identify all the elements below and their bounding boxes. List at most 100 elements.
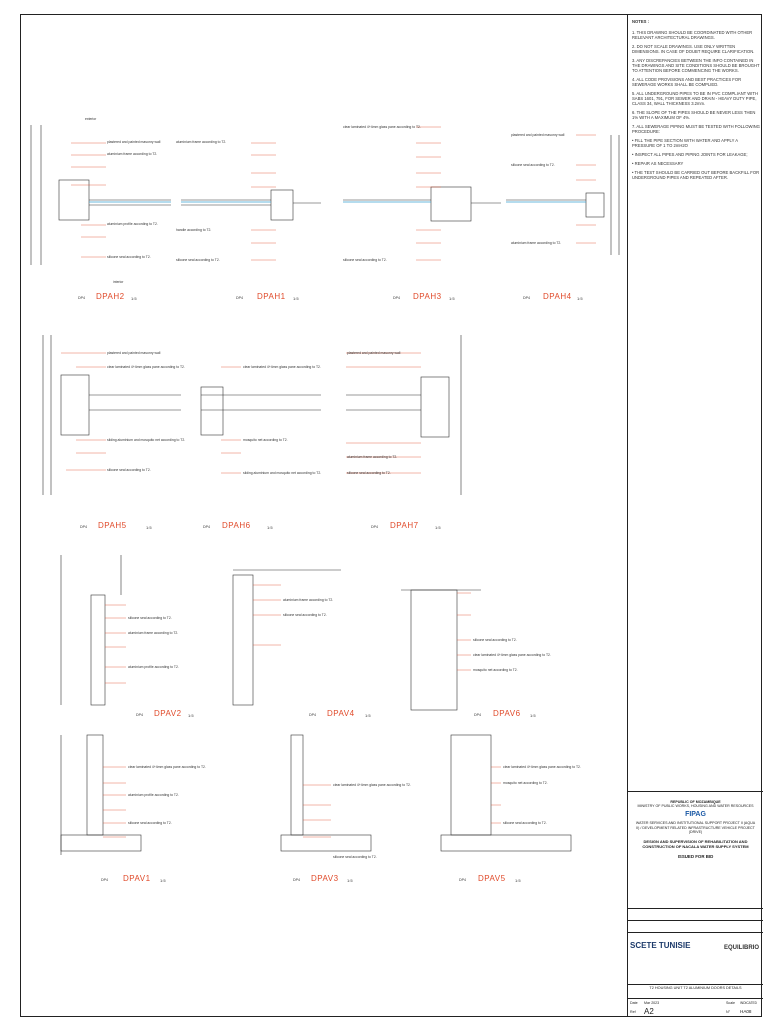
- detail-prefix: DP4: [203, 525, 210, 529]
- detail-title-dpav6: DPAV6: [493, 709, 521, 718]
- scale-value: INDICATED: [740, 1001, 757, 1005]
- callout-silicone: silicone seal according to T2.: [128, 821, 172, 825]
- note-item: 2. DO NOT SCALE DRAWINGS. USE ONLY WRITT…: [632, 44, 755, 54]
- scete-logo: SCETE TUNISIE: [630, 941, 691, 950]
- note-item: 1. THIS DRAWING SHOULD BE COORDINATED WI…: [632, 30, 753, 40]
- callout-frame: aluminium frame according to T2.: [283, 598, 334, 602]
- detail-scale: 1:5: [146, 525, 152, 530]
- callout-frame: aluminium frame according to T2.: [128, 631, 179, 635]
- callout-profile: aluminium profile according to T2.: [128, 665, 179, 669]
- callout-frame: aluminium frame according to T2.: [347, 455, 398, 459]
- sheet-title-row: [628, 984, 763, 985]
- date-label: Date: [630, 1001, 638, 1005]
- callout-glass: clear laminated 4+4mm glass pane accordi…: [243, 365, 321, 369]
- side-panel: NOTES : 1. THIS DRAWING SHOULD BE COORDI…: [627, 15, 763, 1016]
- paper-size: A2: [644, 1007, 654, 1016]
- detail-scale: 1:5: [160, 878, 166, 883]
- detail-prefix: DP4: [80, 525, 87, 529]
- note-item: 6. THE SLOPE OF THE PIPES SHOULD BE NEVE…: [632, 110, 756, 120]
- detail-prefix: DP4: [236, 296, 243, 300]
- label-exterior: exterior: [85, 117, 97, 121]
- callout-silicone: silicone seal according to T2.: [107, 255, 151, 259]
- callout-mosquito: mosquito net according to T2.: [243, 438, 288, 442]
- detail-title-dpah6: DPAH6: [222, 521, 251, 530]
- callout-wall: plastered and painted masonry wall: [107, 140, 161, 144]
- callout-silicone: silicone seal according to T2.: [176, 258, 220, 262]
- number-label: N°: [726, 1010, 731, 1014]
- detail-prefix: DP4: [293, 878, 300, 882]
- detail-title-dpav5: DPAV5: [478, 874, 506, 883]
- callout-wall: plastered and painted masonry wall: [107, 351, 161, 355]
- callout-silicone: silicone seal according to T2.: [347, 471, 391, 475]
- detail-scale: 1:5: [449, 296, 455, 301]
- detail-prefix: DP4: [309, 713, 316, 717]
- notes-title: NOTES :: [632, 19, 649, 24]
- callout-glass: clear laminated 4+4mm glass pane accordi…: [503, 765, 581, 769]
- note-item: • REPAIR AS NECESSARY: [632, 161, 684, 166]
- drawing-sheet: DP4 DPAH2 1:5 DP4 DPAH1 1:5 DP4 DPAH3 1:…: [20, 14, 763, 1017]
- label-interior: interior: [113, 280, 124, 284]
- note-item: • INSPECT ALL PIPES AND PIPING JOINTS FO…: [632, 152, 748, 157]
- revision-row: [628, 932, 763, 933]
- detail-scale: 1:5: [267, 525, 273, 530]
- detail-scale: 1:5: [577, 296, 583, 301]
- detail-scale: 1:5: [515, 878, 521, 883]
- detail-title-dpah5: DPAH5: [98, 521, 127, 530]
- ministry-text: MINISTRY OF PUBLIC WORKS, HOUSING AND WA…: [637, 804, 754, 809]
- detail-title-dpah7: DPAH7: [390, 521, 419, 530]
- note-item: 5. ALL UNDERGROUND PIPES TO BE IN PVC CO…: [632, 91, 758, 106]
- callout-mosquito: mosquito net according to T2.: [473, 668, 518, 672]
- notes-section: NOTES : 1. THIS DRAWING SHOULD BE COORDI…: [632, 19, 760, 184]
- note-item: • THE TEST SHOULD BE CARRIED OUT BEFORE …: [632, 170, 760, 180]
- drawing-number: HA08: [740, 1009, 752, 1014]
- detail-scale: 1:5: [435, 525, 441, 530]
- republic-text: REPUBLIC OF MOZAMBIQUE: [670, 800, 721, 804]
- revision-row: [628, 920, 763, 921]
- detail-scale: 1:5: [293, 296, 299, 301]
- callout-silicone: silicone seal according to T2.: [107, 468, 151, 472]
- detail-prefix: DP4: [474, 713, 481, 717]
- callout-glass: clear laminated 4+4mm glass pane accordi…: [128, 765, 206, 769]
- callout-silicone: silicone seal according to T2.: [511, 163, 555, 167]
- detail-title-dpav4: DPAV4: [327, 709, 355, 718]
- detail-title-dpah3: DPAH3: [413, 292, 442, 301]
- equilibrio-logo: EQUILIBRIO: [723, 945, 759, 951]
- callout-sliding: sliding aluminium and mosquito net accor…: [107, 438, 186, 442]
- detail-scale: 1:5: [365, 713, 371, 718]
- callout-silicone: silicone seal according to T2.: [473, 638, 517, 642]
- callout-glass: clear laminated 4+4mm glass pane accordi…: [473, 653, 551, 657]
- project-title: DESIGN AND SUPERVISION OF REHABILITATION…: [642, 839, 749, 849]
- detail-prefix: DP4: [523, 296, 530, 300]
- issue-status: ISSUED FOR BID: [677, 854, 714, 860]
- ref-label: Ref: [630, 1010, 636, 1014]
- callout-profile: aluminium profile according to T2.: [128, 793, 179, 797]
- detail-prefix: DP4: [371, 525, 378, 529]
- note-item: 7. ALL SEWERAGE PIPING MUST BE TESTED WI…: [632, 124, 760, 134]
- detail-title-dpah2: DPAH2: [96, 292, 125, 301]
- detail-scale: 1:5: [131, 296, 137, 301]
- note-item: 3. ANY DISCREPANCIES BETWEEN THE INFO CO…: [632, 58, 760, 73]
- detail-title-dpah4: DPAH4: [543, 292, 572, 301]
- callout-wall: plastered and painted masonry wall: [511, 133, 565, 137]
- callout-silicone: silicone seal according to T2.: [128, 616, 172, 620]
- callout-silicone: silicone seal according to T2.: [283, 613, 327, 617]
- detail-scale: 1:5: [530, 713, 536, 718]
- detail-prefix: DP4: [78, 296, 85, 300]
- detail-title-dpav3: DPAV3: [311, 874, 339, 883]
- detail-title-dpav2: DPAV2: [154, 709, 182, 718]
- sheet-title: T2 HOUSING UNIT T2 ALUMINIUM DOORS DETAI…: [649, 986, 742, 990]
- detail-prefix: DP4: [101, 878, 108, 882]
- callout-glass: clear laminated 4+4mm glass pane accordi…: [333, 783, 411, 787]
- callout-handle: handle according to T2.: [176, 228, 212, 232]
- callout-silicone: silicone seal according to T2.: [503, 821, 547, 825]
- callout-frame: aluminium frame according to T2.: [176, 140, 227, 144]
- drawing-area: DP4 DPAH2 1:5 DP4 DPAH1 1:5 DP4 DPAH3 1:…: [21, 15, 627, 1016]
- callout-wall: plastered and painted masonry wall: [347, 351, 401, 355]
- fipag-logo: FIPAG: [685, 810, 706, 818]
- note-item: • FILL THE PIPE SECTION WITH WATER AND A…: [632, 138, 738, 148]
- date-value: Mar 2023: [644, 1001, 660, 1005]
- detail-prefix: DP4: [459, 878, 466, 882]
- callout-mosquito: mosquito net according to T2.: [503, 781, 548, 785]
- callout-silicone: silicone seal according to T2.: [343, 258, 387, 262]
- note-item: 4. ALL CODE PROVISIONS AND BEST PRACTICE…: [632, 77, 742, 87]
